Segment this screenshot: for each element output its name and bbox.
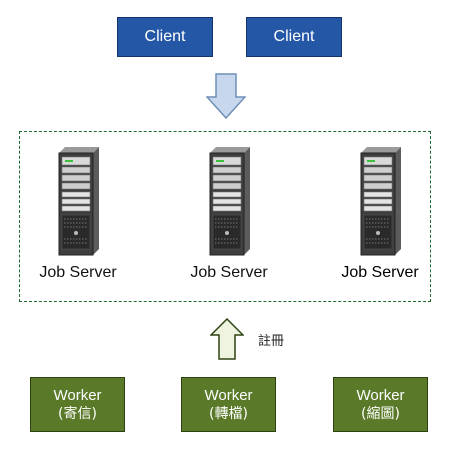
register-label: 註冊 xyxy=(258,334,285,349)
server-icon xyxy=(360,147,401,256)
worker-task-label: (寄信) xyxy=(58,405,97,422)
job-server-cluster xyxy=(19,131,431,302)
client-label: Client xyxy=(273,28,315,45)
down-arrow-icon xyxy=(206,73,246,119)
up-arrow-icon xyxy=(210,318,244,360)
job-server-label: Job Server xyxy=(341,264,419,281)
worker-label: Worker xyxy=(356,386,405,404)
client-label: Client xyxy=(144,28,186,45)
worker-task-label: (轉檔) xyxy=(209,405,248,422)
server-icon xyxy=(209,147,250,256)
job-server-label: Job Server xyxy=(190,264,268,281)
job-server-3: Job Server xyxy=(325,145,435,290)
worker-task-label: (縮圖) xyxy=(361,405,400,422)
client-box-2: Client xyxy=(246,17,342,57)
job-server-1: Job Server xyxy=(23,145,133,290)
worker-label: Worker xyxy=(53,386,102,404)
worker-box-2: Worker (轉檔) xyxy=(181,377,276,432)
client-box-1: Client xyxy=(117,17,213,57)
job-server-2: Job Server xyxy=(174,145,284,290)
worker-box-1: Worker (寄信) xyxy=(30,377,125,432)
server-icon xyxy=(58,147,99,256)
job-server-label: Job Server xyxy=(39,264,117,281)
worker-box-3: Worker (縮圖) xyxy=(333,377,428,432)
worker-label: Worker xyxy=(204,386,253,404)
